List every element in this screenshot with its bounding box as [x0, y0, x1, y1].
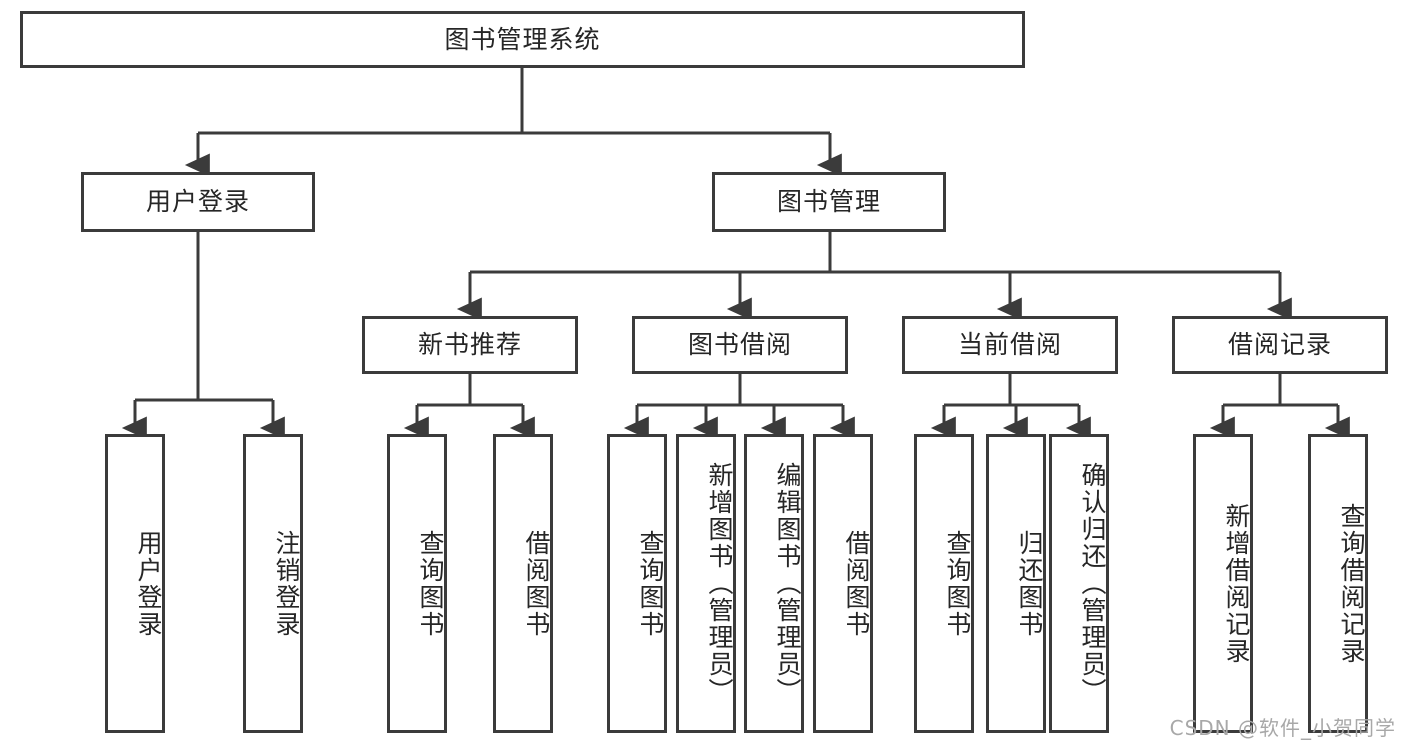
- node-book-borrow-label: 图书借阅: [687, 330, 792, 360]
- node-book-borrow[interactable]: 图书借阅: [632, 316, 848, 374]
- node-borrow-record-label: 借阅记录: [1227, 330, 1332, 360]
- node-leaf-edit-book[interactable]: 编辑图书（管理员）: [744, 434, 804, 733]
- node-leaf-query-book-2-label: 查询图书: [636, 529, 665, 638]
- node-user-login[interactable]: 用户登录: [81, 172, 315, 232]
- node-leaf-query-record-label: 查询借阅记录: [1337, 502, 1366, 665]
- node-leaf-logout-login[interactable]: 注销登录: [243, 434, 303, 733]
- node-root-label: 图书管理系统: [444, 24, 601, 54]
- node-leaf-borrow-book-2[interactable]: 借阅图书: [813, 434, 873, 733]
- node-leaf-query-book-1-label: 查询图书: [416, 529, 445, 638]
- node-user-login-label: 用户登录: [145, 187, 250, 217]
- node-leaf-return-book[interactable]: 归还图书: [986, 434, 1046, 733]
- node-leaf-add-book[interactable]: 新增图书（管理员）: [676, 434, 736, 733]
- node-book-manage-label: 图书管理: [776, 187, 881, 217]
- csdn-watermark: CSDN @软件_小贺同学: [1169, 716, 1396, 740]
- node-leaf-query-book-1[interactable]: 查询图书: [387, 434, 447, 733]
- node-leaf-add-record-label: 新增借阅记录: [1222, 502, 1251, 665]
- node-leaf-return-book-label: 归还图书: [1015, 529, 1044, 638]
- node-leaf-borrow-book-2-label: 借阅图书: [842, 529, 871, 638]
- node-leaf-borrow-book-1-label: 借阅图书: [522, 529, 551, 638]
- node-leaf-query-book-2[interactable]: 查询图书: [607, 434, 667, 733]
- node-leaf-edit-book-label: 编辑图书（管理员）: [773, 462, 802, 705]
- node-leaf-confirm-return[interactable]: 确认归还（管理员）: [1049, 434, 1109, 733]
- node-root-book-management-system[interactable]: 图书管理系统: [20, 11, 1025, 68]
- node-leaf-user-login-label: 用户登录: [134, 529, 163, 638]
- node-leaf-user-login[interactable]: 用户登录: [105, 434, 165, 733]
- node-leaf-add-record[interactable]: 新增借阅记录: [1193, 434, 1253, 733]
- node-new-book-recommend[interactable]: 新书推荐: [362, 316, 578, 374]
- node-leaf-query-book-3[interactable]: 查询图书: [914, 434, 974, 733]
- node-leaf-add-book-label: 新增图书（管理员）: [705, 462, 734, 705]
- node-new-book-recommend-label: 新书推荐: [417, 330, 522, 360]
- node-book-manage[interactable]: 图书管理: [712, 172, 946, 232]
- node-leaf-query-book-3-label: 查询图书: [943, 529, 972, 638]
- node-current-borrow-label: 当前借阅: [957, 330, 1062, 360]
- node-leaf-logout-login-label: 注销登录: [272, 529, 301, 638]
- node-leaf-query-record[interactable]: 查询借阅记录: [1308, 434, 1368, 733]
- node-leaf-confirm-return-label: 确认归还（管理员）: [1078, 462, 1107, 705]
- node-borrow-record[interactable]: 借阅记录: [1172, 316, 1388, 374]
- node-leaf-borrow-book-1[interactable]: 借阅图书: [493, 434, 553, 733]
- node-current-borrow[interactable]: 当前借阅: [902, 316, 1118, 374]
